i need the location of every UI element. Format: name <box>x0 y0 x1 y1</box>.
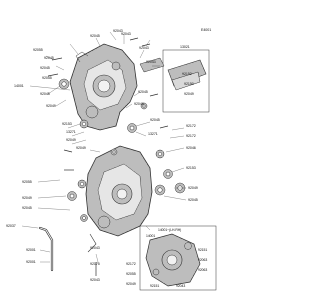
part-label: 92045 <box>44 56 54 60</box>
part-label: 92049 <box>22 196 32 200</box>
part-label: 13271 <box>148 132 158 136</box>
part-label: 92043 <box>176 284 186 288</box>
part-label: 92151 <box>198 248 208 252</box>
crankcase-left-half <box>69 43 138 131</box>
detail-box-title: 14001~(LH.RH) <box>158 228 182 232</box>
part-label: 92063 <box>198 268 208 272</box>
part-label: 92055 <box>126 272 136 276</box>
part-label: 92063 <box>198 258 208 262</box>
part-label: 92043 <box>121 32 131 36</box>
part-label: 13021 <box>180 45 190 49</box>
part-label: 92049 <box>66 138 76 142</box>
part-label: 92172 <box>186 124 196 128</box>
part-label: 92043 <box>139 46 149 50</box>
part-label: 92046 <box>134 102 144 106</box>
part-label: 92045 <box>40 92 50 96</box>
part-label: 92001 <box>26 248 36 252</box>
breather-pipe <box>38 226 54 272</box>
part-label: 92152 <box>182 72 192 76</box>
part-label: 92172 <box>126 262 136 266</box>
part-label: 92151 <box>150 284 160 288</box>
part-label: 92043 <box>90 278 100 282</box>
part-label: 92045 <box>22 206 32 210</box>
parts-diagram: E4001 92043 92045 92043 92055 92045 9204… <box>6 28 217 291</box>
part-label: 92172 <box>186 134 196 138</box>
part-label: 92055 <box>42 76 52 80</box>
part-label: 92055 <box>22 180 32 184</box>
part-label: 92037 <box>6 224 16 228</box>
part-label: 92055 <box>33 48 43 52</box>
diagram-art <box>21 31 217 291</box>
diagram-code: E4001 <box>201 28 212 32</box>
part-label: 92049 <box>184 92 194 96</box>
part-label: 92045 <box>138 90 148 94</box>
part-label: 92043 <box>113 29 123 33</box>
part-label: 92045 <box>40 66 50 70</box>
part-label: 92045 <box>150 118 160 122</box>
part-label: 14001 <box>14 84 24 88</box>
part-label: 92150 <box>184 82 194 86</box>
crankcase-detail-box <box>139 225 217 291</box>
part-label: 92001 <box>26 260 36 264</box>
part-label: 92049 <box>76 146 86 150</box>
part-label: 92049 <box>46 104 56 108</box>
part-label: 92049 <box>126 282 136 286</box>
reed-valve-box <box>139 49 210 113</box>
crankcase-right-half <box>85 145 153 253</box>
part-label: 92049 <box>188 186 198 190</box>
part-label: 92045 <box>90 34 100 38</box>
part-label: 92153 <box>186 166 196 170</box>
part-label: 14001 <box>146 234 156 238</box>
part-label: 92175 <box>90 262 100 266</box>
part-label: 92043 <box>90 246 100 250</box>
part-label: 92045 <box>188 198 198 202</box>
bearings <box>58 78 186 222</box>
part-label: 92153 <box>62 122 72 126</box>
leader-lines <box>21 31 187 263</box>
part-label: 92043 <box>146 60 156 64</box>
part-label: 92046 <box>186 146 196 150</box>
part-label: 13271 <box>66 130 76 134</box>
